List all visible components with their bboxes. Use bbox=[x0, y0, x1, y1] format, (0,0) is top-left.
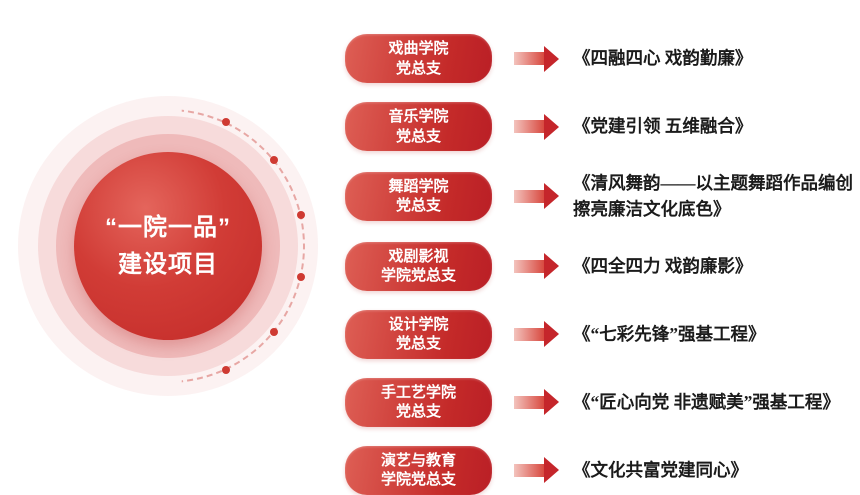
college-pill: 设计学院 党总支 bbox=[345, 309, 492, 359]
project-title: 《文化共富党建同心》 bbox=[573, 459, 748, 480]
project-title: 《四融四心 戏韵勤廉》 bbox=[573, 48, 753, 69]
list-item: 音乐学院 党总支 《党建引领 五维融合》 bbox=[345, 102, 860, 151]
center-title-line2: 建设项目 bbox=[118, 251, 218, 278]
arc-dot bbox=[270, 156, 278, 164]
right-arrow-icon bbox=[514, 463, 544, 477]
right-arrow-icon bbox=[514, 189, 544, 203]
college-pill: 舞蹈学院 党总支 bbox=[345, 171, 492, 221]
arc-dot bbox=[297, 211, 305, 219]
arc-dot bbox=[222, 366, 230, 374]
right-arrow-icon bbox=[514, 52, 544, 65]
right-arrow-icon bbox=[514, 395, 544, 409]
list-item: 手工艺学院 党总支 《“匠心向党 非遗赋美”强基工程》 bbox=[345, 377, 860, 427]
list-item: 戏剧影视 学院党总支 《四全四力 戏韵廉影》 bbox=[345, 241, 860, 291]
project-title: 《党建引领 五维融合》 bbox=[573, 116, 753, 137]
project-title: 《四全四力 戏韵廉影》 bbox=[573, 255, 753, 276]
branch-project-list: 戏曲学院 党总支 《四融四心 戏韵勤廉》 音乐学院 党总支 《党建引领 五维融合… bbox=[345, 34, 860, 495]
center-title-line1: “一院一品” bbox=[105, 213, 231, 241]
project-title: 《“匠心向党 非遗赋美”强基工程》 bbox=[573, 391, 840, 412]
arc-dot bbox=[270, 328, 278, 336]
right-arrow-icon bbox=[514, 259, 544, 273]
center-circle: “一院一品” 建设项目 bbox=[74, 152, 262, 340]
list-item: 戏曲学院 党总支 《四融四心 戏韵勤廉》 bbox=[345, 34, 860, 83]
college-pill: 戏曲学院 党总支 bbox=[345, 34, 492, 83]
list-item: 舞蹈学院 党总支 《清风舞韵——以主题舞蹈作品编创擦亮廉洁文化底色》 bbox=[345, 170, 860, 223]
list-item: 演艺与教育 学院党总支 《文化共富党建同心》 bbox=[345, 445, 860, 495]
college-pill: 戏剧影视 学院党总支 bbox=[345, 241, 492, 291]
arc-dot bbox=[222, 118, 230, 126]
arc-dot bbox=[297, 273, 305, 281]
college-pill: 手工艺学院 党总支 bbox=[345, 377, 492, 427]
college-pill: 演艺与教育 学院党总支 bbox=[345, 445, 492, 495]
right-arrow-icon bbox=[514, 120, 544, 133]
project-title: 《清风舞韵——以主题舞蹈作品编创擦亮廉洁文化底色》 bbox=[573, 173, 853, 220]
project-title: 《“七彩先锋”强基工程》 bbox=[573, 323, 766, 344]
right-arrow-icon bbox=[514, 327, 544, 341]
list-item: 设计学院 党总支 《“七彩先锋”强基工程》 bbox=[345, 309, 860, 359]
college-pill: 音乐学院 党总支 bbox=[345, 102, 492, 151]
